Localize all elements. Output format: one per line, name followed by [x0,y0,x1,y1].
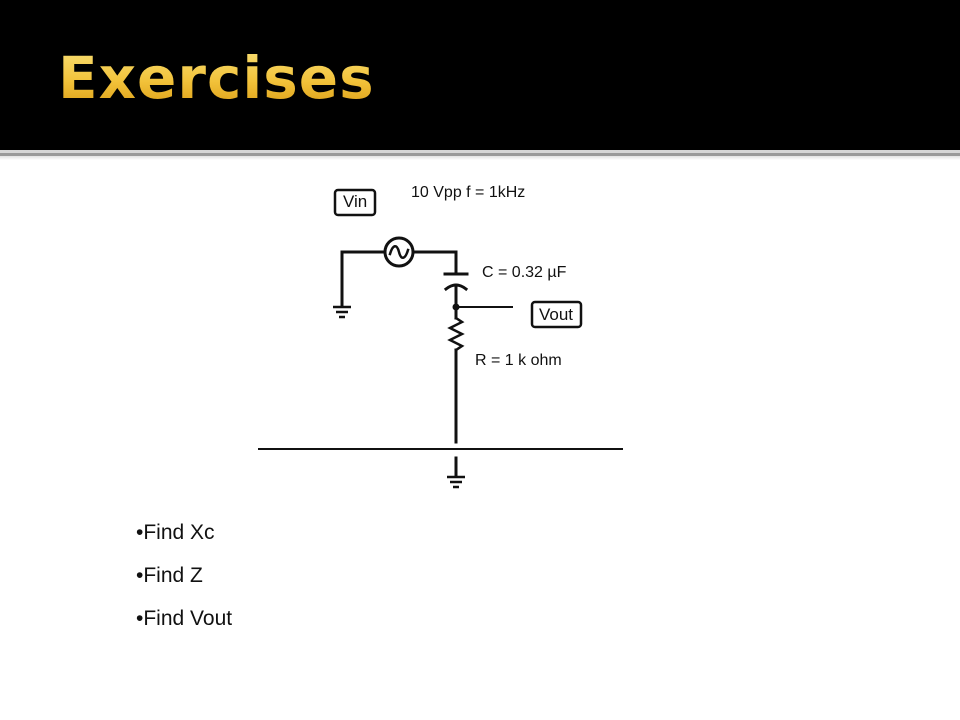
ac-source-icon [383,236,415,268]
source-left-wire [340,250,386,308]
task-item: •Find Xc [136,521,215,544]
capacitor-value-label: C = 0.32 µF [482,264,567,281]
vout-label: Vout [539,305,574,324]
task-list: •Find Xc •Find Z •Find Vout [136,518,232,647]
vout-box [530,300,583,329]
divider-rule-dark [0,153,960,156]
ground-icon [333,305,351,319]
task-item: •Find Vout [136,607,233,630]
divider-shadow [0,156,960,160]
title-bar: Exercises [0,0,960,150]
resistor-value-label: R = 1 k ohm [475,352,562,369]
divider-rule-light [0,150,960,153]
source-right-wire [411,250,458,276]
vin-label: Vin [343,192,368,211]
slide-title: Exercises [58,44,375,112]
resistor-icon [447,316,465,352]
source-spec-label: 10 Vpp f = 1kHz [411,184,526,201]
vin-box [333,188,377,217]
output-node-dot [452,303,460,311]
ground-icon-bottom [447,475,465,489]
task-item: •Find Z [136,564,203,587]
